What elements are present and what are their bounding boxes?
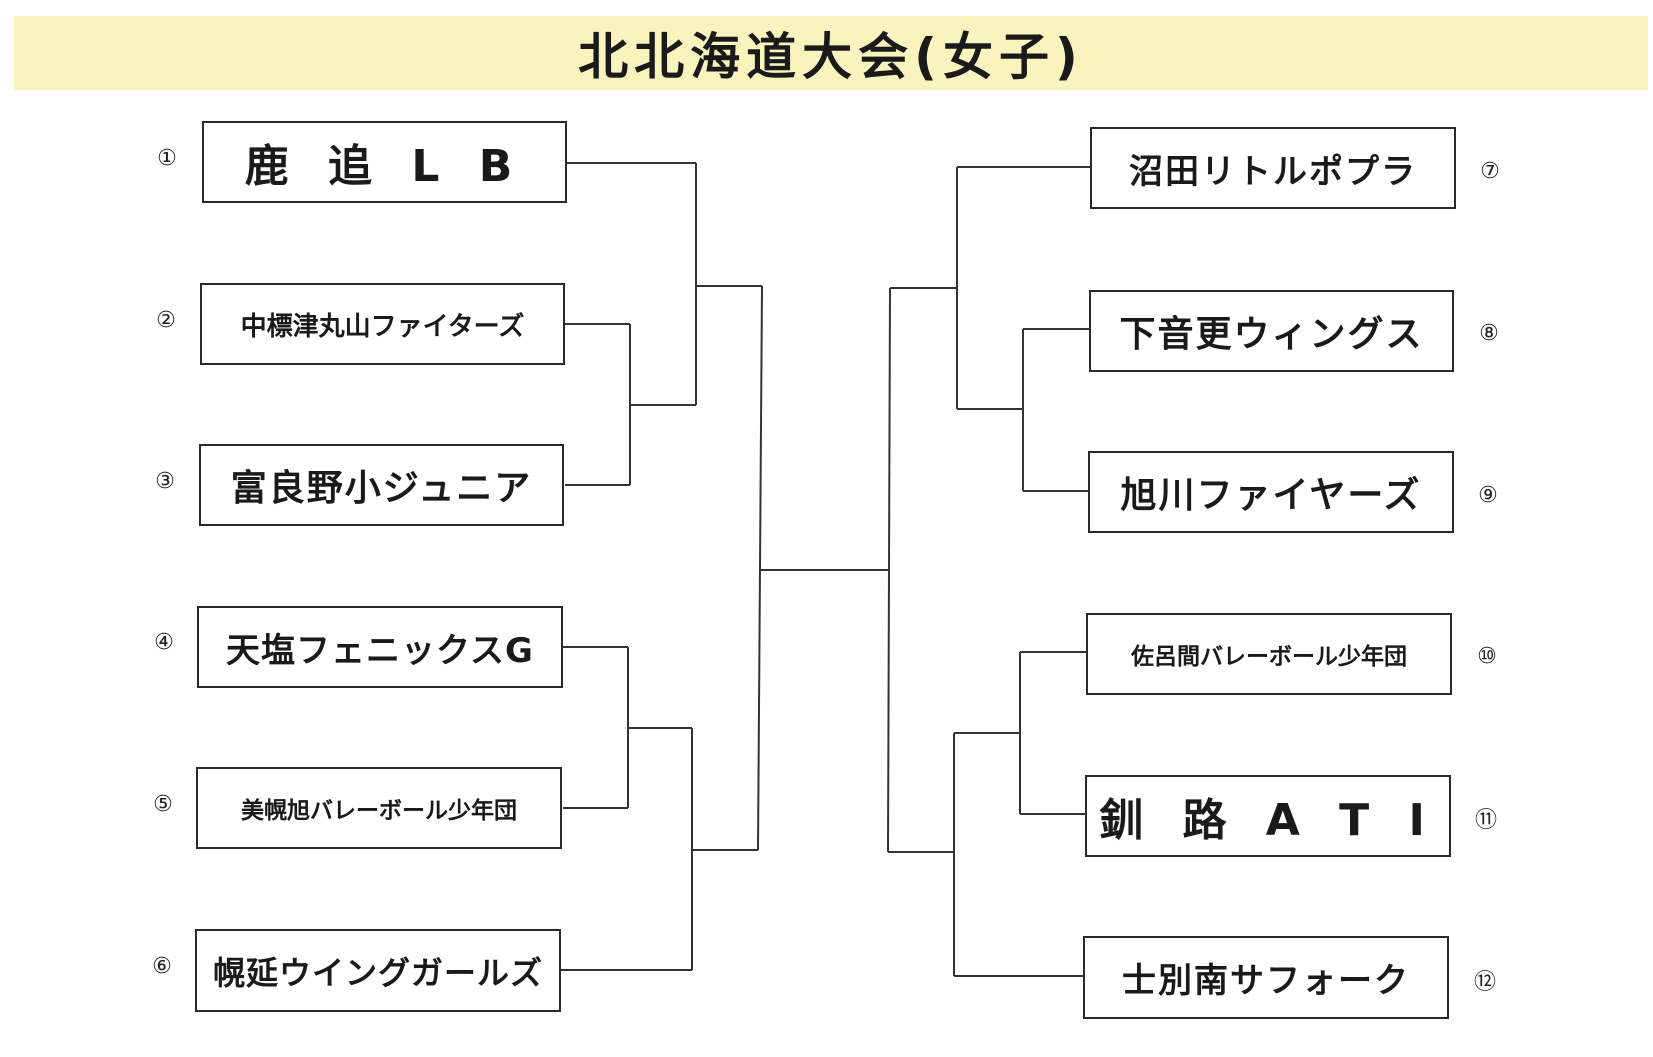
seed-number: ⑪ xyxy=(1474,808,1497,833)
team-box: 天塩フェニックスG xyxy=(197,606,563,688)
team-box: 沼田リトルポプラ xyxy=(1090,127,1456,209)
bracket-line xyxy=(757,285,763,851)
team-box: 旭川ファイヤーズ xyxy=(1088,451,1454,533)
team-box: 富良野小ジュニア xyxy=(199,444,564,526)
title-band: 北北海道大会(女子) xyxy=(14,16,1648,90)
seed-number: ⑩ xyxy=(1477,643,1497,669)
seed-number: ⑨ xyxy=(1478,482,1498,508)
seed-number: ⑦ xyxy=(1480,158,1500,184)
seed-number: ⑫ xyxy=(1473,970,1496,995)
team-box: 佐呂間バレーボール少年団 xyxy=(1086,613,1452,695)
seed-number: ① xyxy=(157,145,177,171)
seed-number: ④ xyxy=(154,629,174,655)
seed-number: ⑧ xyxy=(1479,320,1499,346)
team-box: 士別南サフォーク xyxy=(1083,936,1449,1019)
team-box: 釧 路 A T I xyxy=(1085,775,1451,857)
team-box: 下音更ウィングス xyxy=(1089,290,1454,372)
seed-number: ⑥ xyxy=(152,953,172,979)
team-box: 幌延ウイングガールズ xyxy=(195,929,561,1012)
seed-number: ② xyxy=(156,307,176,333)
team-box: 美幌旭バレーボール少年団 xyxy=(196,767,562,849)
team-box: 鹿 追 L B xyxy=(202,121,567,203)
seed-number: ③ xyxy=(155,468,175,494)
team-box: 中標津丸山ファイターズ xyxy=(200,283,565,365)
bracket-line xyxy=(887,287,891,853)
seed-number: ⑤ xyxy=(153,791,173,817)
page-title: 北北海道大会(女子) xyxy=(578,28,1084,86)
